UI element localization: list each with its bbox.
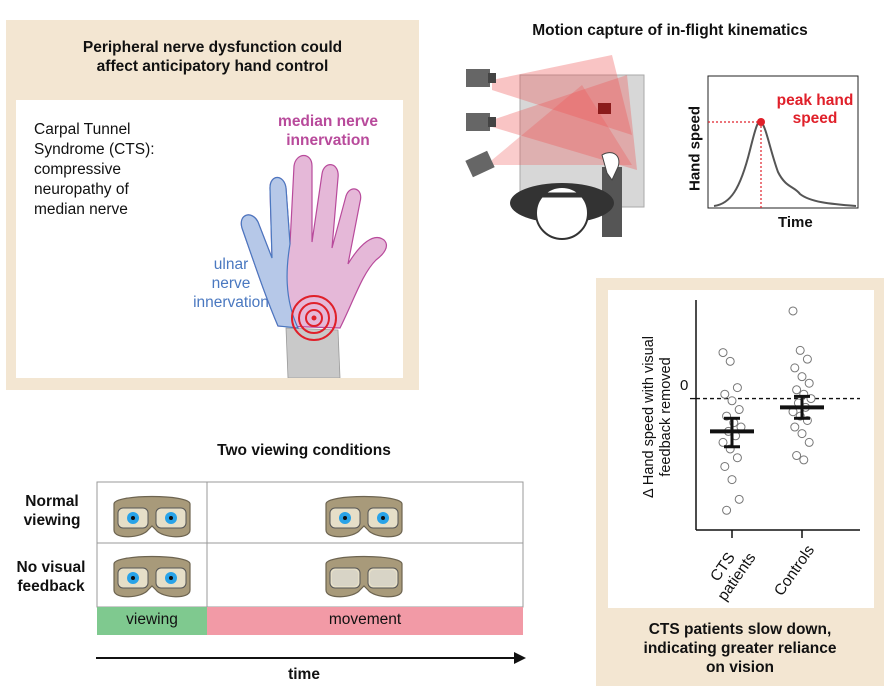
row-label-line: feedback bbox=[17, 578, 85, 595]
hand-illustration bbox=[240, 154, 388, 378]
camera-beam bbox=[492, 85, 632, 165]
camera-icon bbox=[466, 113, 496, 131]
camera-beam bbox=[492, 55, 632, 135]
goggles-icon bbox=[113, 555, 191, 598]
data-point bbox=[734, 494, 744, 504]
cts-panel-title: Peripheral nerve dysfunction could affec… bbox=[6, 38, 419, 76]
cts-text-line: median nerve bbox=[34, 201, 128, 218]
peak-label: peak hand speed bbox=[765, 92, 865, 128]
peak-label-line: peak hand bbox=[776, 92, 854, 109]
data-point bbox=[732, 383, 742, 393]
data-point bbox=[718, 437, 728, 447]
data-point bbox=[804, 437, 814, 447]
cts-text-line: compressive bbox=[34, 161, 121, 178]
data-point bbox=[804, 378, 814, 388]
data-point bbox=[799, 455, 809, 465]
cts-text-line: neuropathy of bbox=[34, 181, 129, 198]
viewing-grid bbox=[96, 481, 524, 635]
ulnar-label-line: innervation bbox=[193, 294, 269, 311]
data-point bbox=[795, 345, 805, 355]
motion-title: Motion capture of in-flight kinematics bbox=[532, 22, 808, 39]
zero-tick-label: 0 bbox=[680, 377, 689, 394]
data-point bbox=[802, 354, 812, 364]
result-caption: CTS patients slow down, indicating great… bbox=[596, 620, 884, 677]
peak-marker bbox=[757, 118, 765, 126]
cts-text-line: Carpal Tunnel bbox=[34, 121, 131, 138]
target-ring bbox=[291, 295, 337, 341]
ulnar-region bbox=[240, 176, 299, 329]
row-label-normal: Normal viewing bbox=[12, 492, 92, 530]
speed-curve bbox=[713, 120, 857, 207]
goggles-icon bbox=[325, 495, 403, 538]
result-ylabel: Δ Hand speed with visual feedback remove… bbox=[641, 287, 675, 547]
arm-shape bbox=[601, 152, 620, 181]
cts-text-line: Syndrome (CTS): bbox=[34, 141, 155, 158]
row-label-line: Normal bbox=[25, 493, 79, 510]
target-ring bbox=[298, 302, 330, 334]
viewing-title: Two viewing conditions bbox=[217, 442, 391, 459]
data-point bbox=[727, 396, 737, 406]
data-point bbox=[792, 385, 802, 395]
data-point bbox=[720, 461, 730, 471]
median-label: median nerve innervation bbox=[263, 112, 393, 150]
phase-movement-bar bbox=[207, 607, 523, 635]
peak-label-line: speed bbox=[792, 110, 838, 127]
row-label-line: viewing bbox=[23, 512, 81, 529]
target-center bbox=[311, 315, 317, 321]
caption-line: on vision bbox=[705, 659, 775, 676]
data-point bbox=[722, 505, 732, 515]
data-point bbox=[732, 453, 742, 463]
ulnar-label: ulnar nerve innervation bbox=[186, 255, 276, 312]
camera-icon bbox=[466, 69, 496, 87]
time-label: time bbox=[288, 666, 320, 683]
result-ylabel-line: feedback removed bbox=[658, 357, 674, 477]
data-point bbox=[790, 363, 800, 373]
data-point bbox=[788, 306, 798, 316]
target-ring bbox=[305, 309, 323, 327]
goggles-occluded-icon bbox=[325, 555, 403, 598]
speed-xlabel: Time bbox=[778, 214, 813, 231]
goggles-icon bbox=[113, 495, 191, 538]
caption-line: indicating greater reliance bbox=[643, 640, 837, 657]
data-point bbox=[797, 429, 807, 439]
cts-title-line1: Peripheral nerve dysfunction could bbox=[82, 39, 343, 56]
motion-capture-scene bbox=[465, 55, 645, 240]
data-point bbox=[720, 389, 730, 399]
ulnar-label-line: nerve bbox=[211, 275, 251, 292]
camera-beam bbox=[492, 75, 637, 170]
data-point bbox=[718, 348, 728, 358]
forearm-shape bbox=[285, 327, 341, 378]
camera-icon bbox=[465, 150, 495, 178]
result-inner bbox=[608, 290, 874, 608]
phase-viewing-label: viewing bbox=[126, 611, 178, 628]
participant-head bbox=[535, 186, 589, 240]
data-point bbox=[725, 356, 735, 366]
phase-movement-label: movement bbox=[328, 611, 402, 628]
median-label-line: innervation bbox=[286, 132, 370, 149]
data-point bbox=[734, 405, 744, 415]
time-arrow bbox=[96, 652, 526, 664]
ulnar-label-line: ulnar bbox=[213, 256, 249, 273]
speed-plot bbox=[707, 75, 859, 209]
phase-viewing-bar bbox=[97, 607, 207, 635]
speed-plot-frame bbox=[707, 75, 859, 209]
result-ylabel-line: Δ Hand speed with visual bbox=[641, 335, 657, 499]
row-label-line: No visual bbox=[16, 559, 86, 576]
cts-description: Carpal Tunnel Syndrome (CTS): compressiv… bbox=[34, 120, 155, 220]
data-point bbox=[727, 475, 737, 485]
median-label-line: median nerve bbox=[278, 113, 378, 130]
data-point bbox=[792, 451, 802, 461]
data-point bbox=[790, 422, 800, 432]
result-chart bbox=[690, 300, 860, 538]
target-square bbox=[598, 103, 611, 114]
row-label-novisual: No visual feedback bbox=[6, 558, 96, 596]
data-point bbox=[797, 372, 807, 382]
cts-title-line2: affect anticipatory hand control bbox=[96, 58, 329, 75]
caption-line: CTS patients slow down, bbox=[648, 621, 832, 638]
speed-ylabel: Hand speed bbox=[686, 105, 704, 192]
